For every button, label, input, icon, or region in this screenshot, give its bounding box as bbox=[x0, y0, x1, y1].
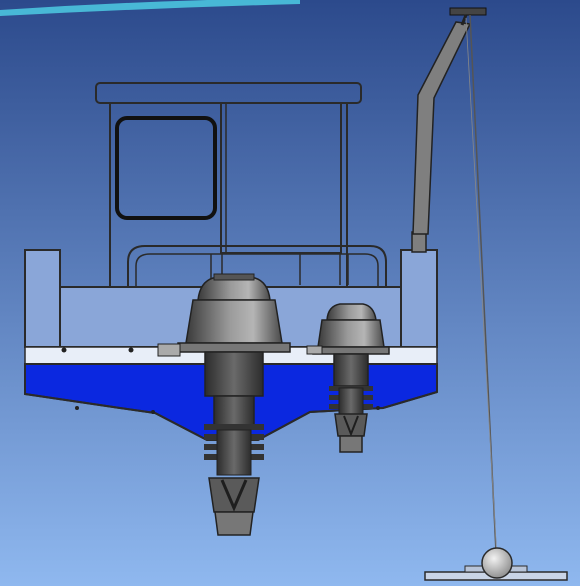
secondary-thruster-blade bbox=[343, 415, 359, 437]
main-thruster-shaft-lower bbox=[216, 429, 252, 476]
hull-rivet bbox=[61, 347, 67, 353]
main-thruster-housing bbox=[185, 299, 283, 344]
cabin-door bbox=[220, 102, 342, 254]
main-thruster-nozzle bbox=[214, 511, 254, 536]
hull-post-right bbox=[400, 249, 438, 348]
main-thruster-shaft-outer bbox=[204, 351, 264, 397]
cabin-window bbox=[115, 116, 217, 220]
hull-rivet bbox=[151, 410, 155, 414]
crane-base bbox=[411, 231, 427, 253]
hull-rivet bbox=[376, 406, 380, 410]
hull-rivet bbox=[128, 347, 134, 353]
main-thruster-arm bbox=[157, 343, 181, 357]
crane-tip bbox=[449, 7, 487, 16]
main-thruster-propeller bbox=[208, 477, 260, 513]
deck-railing bbox=[127, 245, 387, 305]
secondary-thruster-dome bbox=[326, 303, 377, 321]
secondary-thruster-housing bbox=[317, 319, 385, 348]
main-thruster-blade bbox=[220, 479, 248, 512]
crane-tip-post bbox=[460, 14, 468, 26]
main-thruster bbox=[157, 273, 291, 536]
secondary-thruster bbox=[306, 303, 390, 453]
deck-railing-inner bbox=[135, 253, 379, 305]
hull-rivet bbox=[75, 406, 79, 410]
crane-cable-secondary bbox=[465, 17, 498, 561]
secondary-thruster-arm bbox=[306, 345, 323, 355]
main-thruster-flange bbox=[177, 342, 291, 353]
secondary-thruster-shaft bbox=[333, 353, 369, 387]
secondary-thruster-propeller bbox=[334, 413, 368, 437]
secondary-thruster-nozzle bbox=[339, 435, 363, 453]
secondary-thruster-flange bbox=[312, 346, 390, 355]
secondary-thruster-shaft-lower bbox=[338, 387, 364, 415]
main-thruster-dome bbox=[197, 277, 271, 301]
main-thruster-shaft bbox=[213, 395, 255, 427]
main-thruster-fin bbox=[204, 424, 264, 430]
highlight-streak bbox=[0, 0, 300, 16]
crane bbox=[411, 7, 498, 561]
buoy-sphere bbox=[481, 547, 513, 579]
main-thruster-cap bbox=[213, 273, 255, 281]
buoy bbox=[424, 547, 568, 581]
hull-post-left bbox=[24, 249, 61, 348]
